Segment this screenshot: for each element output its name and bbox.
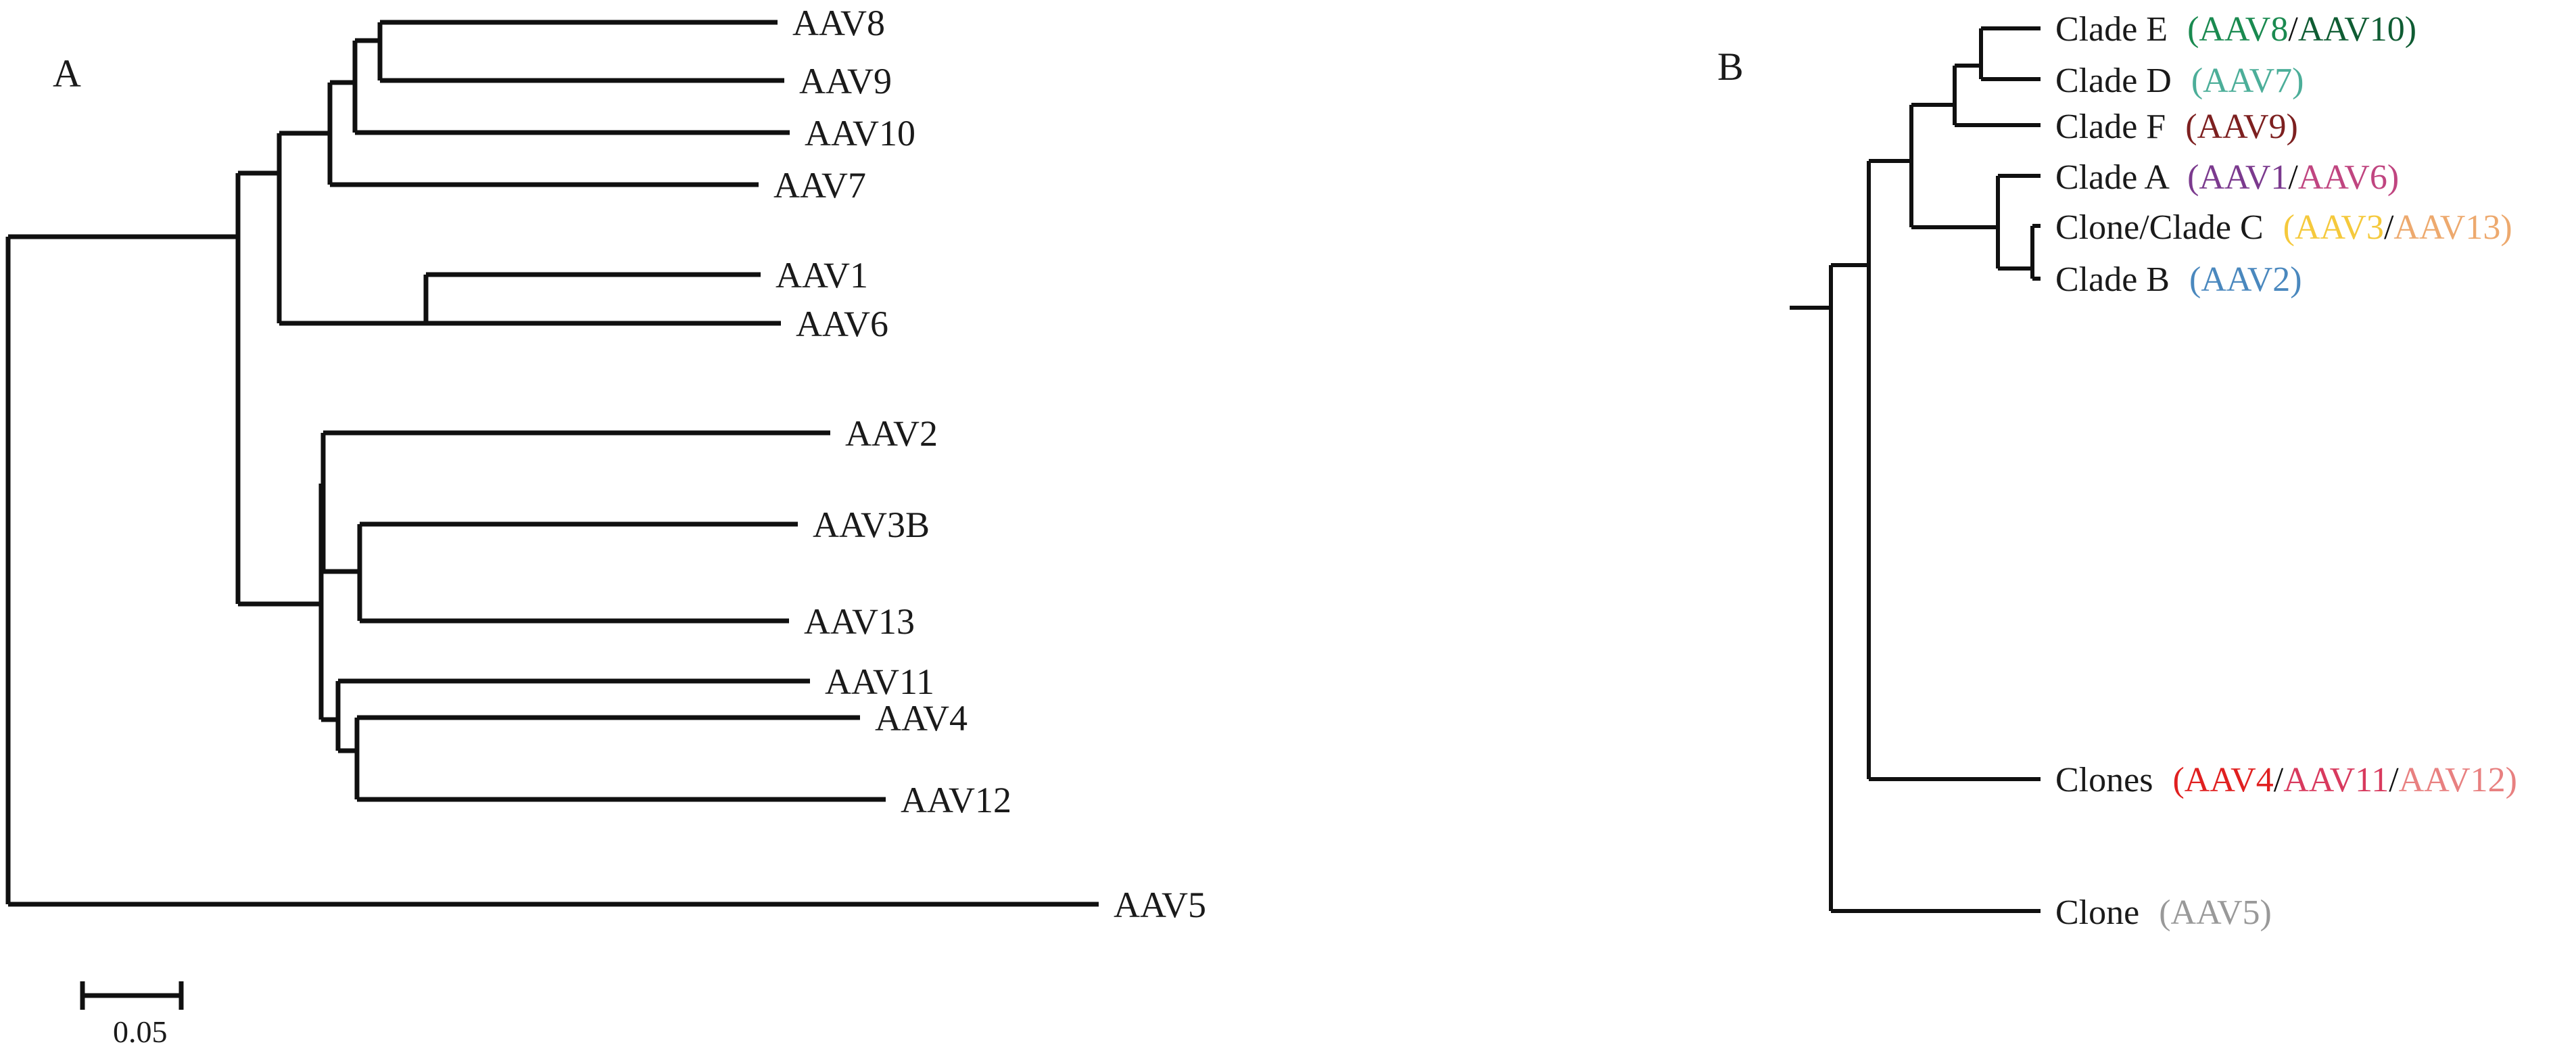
- svg-text:Clade B (AAV2): Clade B (AAV2): [2055, 260, 2302, 299]
- paren-close-clones: ): [2506, 761, 2517, 799]
- member-clade-e-aav10: AAV10: [2298, 10, 2405, 49]
- svg-text:Clone (AAV5): Clone (AAV5): [2055, 893, 2272, 932]
- tip-label-aav12: AAV12: [901, 780, 1011, 820]
- row-label-clade-b: Clade B (AAV2): [2055, 260, 2302, 299]
- svg-text:Clones (AAV4/AAV11/A: Clones (AAV4/AAV11/AAV12): [2055, 761, 2517, 799]
- row-label-clade-d: Clade D (AAV7): [2055, 62, 2304, 100]
- row-label-clade-f: Clade F (AAV9): [2055, 108, 2298, 146]
- row-label-clones: Clones (AAV4/AAV11/AAV12): [2055, 761, 2517, 799]
- clade-name-clade-e: Clade E: [2055, 10, 2168, 49]
- clade-name-clade-a: Clade A: [2055, 158, 2170, 197]
- member-sep-clade-a-1: /: [2288, 158, 2298, 197]
- panel-a-branches: [5, 20, 1099, 907]
- paren-open-clone-clade-c: (: [2283, 208, 2295, 247]
- paren-open-clade-a: (: [2187, 158, 2199, 197]
- member-clones-aav11: AAV11: [2283, 761, 2389, 799]
- member-sep-clade-e-1: /: [2288, 10, 2298, 49]
- paren-close-clade-d: ): [2292, 62, 2304, 100]
- member-sep-clone-clade-c-1: /: [2384, 208, 2394, 247]
- tip-label-aav7: AAV7: [773, 165, 866, 206]
- member-clade-f-aav9: AAV9: [2197, 108, 2287, 146]
- tip-label-aav4: AAV4: [875, 698, 968, 739]
- svg-text:Clone/Clade C (AAV3/: Clone/Clade C (AAV3/AAV13): [2055, 208, 2512, 247]
- scale-bar: 0.05: [80, 981, 184, 1049]
- panel-a-label: A: [53, 51, 81, 95]
- row-label-clone: Clone (AAV5): [2055, 893, 2272, 932]
- tip-label-aav1: AAV1: [776, 255, 868, 296]
- tip-label-aav9: AAV9: [799, 61, 892, 101]
- panel-a-tip-labels: AAV8 AAV9 AAV10 AAV7 AAV1 AAV6 AAV2 AAV3…: [773, 3, 1206, 925]
- member-clones-aav4: AAV4: [2185, 761, 2274, 799]
- paren-close-clade-f: ): [2287, 108, 2298, 146]
- svg-text:Clade D (AAV7): Clade D (AAV7): [2055, 62, 2304, 100]
- svg-text:Clade F (AAV9): Clade F (AAV9): [2055, 108, 2298, 146]
- member-clade-e-aav8: AAV8: [2199, 10, 2288, 49]
- panel-b-branches: [1790, 26, 2041, 913]
- clade-name-clade-f: Clade F: [2055, 108, 2166, 146]
- panel-b-labels: Clade E (AAV8/AAV10) Clade D (AAV7) Clad…: [2055, 10, 2517, 932]
- paren-close-clone-clade-c: ): [2500, 208, 2512, 247]
- paren-open-clade-b: (: [2189, 260, 2201, 299]
- scale-bar-label: 0.05: [113, 1014, 168, 1049]
- panel-b: B: [1717, 10, 2517, 932]
- tip-label-aav13: AAV13: [804, 601, 915, 642]
- tip-label-aav6: AAV6: [796, 304, 888, 344]
- member-clade-a-aav6: AAV6: [2298, 158, 2387, 197]
- tip-label-aav11: AAV11: [825, 661, 934, 702]
- member-clones-aav12: AAV12: [2399, 761, 2506, 799]
- member-clone-clade-c-aav3: AAV3: [2295, 208, 2384, 247]
- member-sep-clones-2: /: [2389, 761, 2399, 799]
- member-sep-clones-1: /: [2274, 761, 2284, 799]
- clade-name-clade-b: Clade B: [2055, 260, 2170, 299]
- tip-label-aav10: AAV10: [805, 113, 915, 154]
- member-clone-aav5: AAV5: [2171, 893, 2260, 932]
- clade-name-clone: Clone: [2055, 893, 2139, 932]
- member-clade-b-aav2: AAV2: [2201, 260, 2290, 299]
- member-clade-d-aav7: AAV7: [2203, 62, 2292, 100]
- clade-name-clones: Clones: [2055, 761, 2153, 799]
- tip-label-aav5: AAV5: [1114, 885, 1206, 925]
- paren-open-clones: (: [2172, 761, 2184, 799]
- paren-close-clade-b: ): [2290, 260, 2301, 299]
- tip-label-aav2: AAV2: [845, 413, 938, 454]
- tip-label-aav8: AAV8: [792, 3, 885, 43]
- member-clone-clade-c-aav13: AAV13: [2393, 208, 2500, 247]
- svg-text:Clade A (AAV1/AAV6): Clade A (AAV1/AAV6): [2055, 158, 2399, 197]
- member-clade-a-aav1: AAV1: [2199, 158, 2288, 197]
- row-label-clone-clade-c: Clone/Clade C (AAV3/AAV13): [2055, 208, 2512, 247]
- tip-label-aav3b: AAV3B: [813, 505, 930, 545]
- panel-a: A: [5, 3, 1206, 1049]
- clade-name-clone-clade-c: Clone/Clade C: [2055, 208, 2264, 247]
- paren-open-clade-f: (: [2185, 108, 2197, 146]
- panel-b-label: B: [1717, 45, 1744, 89]
- row-label-clade-a: Clade A (AAV1/AAV6): [2055, 158, 2399, 197]
- paren-open-clone: (: [2159, 893, 2170, 932]
- svg-text:Clade E (AAV8/AAV10): Clade E (AAV8/AAV10): [2055, 10, 2416, 49]
- clade-name-clade-d: Clade D: [2055, 62, 2172, 100]
- paren-open-clade-d: (: [2191, 62, 2203, 100]
- paren-close-clade-a: ): [2387, 158, 2399, 197]
- paren-open-clade-e: (: [2187, 10, 2199, 49]
- row-label-clade-e: Clade E (AAV8/AAV10): [2055, 10, 2416, 49]
- paren-close-clade-e: ): [2405, 10, 2416, 49]
- paren-close-clone: ): [2260, 893, 2272, 932]
